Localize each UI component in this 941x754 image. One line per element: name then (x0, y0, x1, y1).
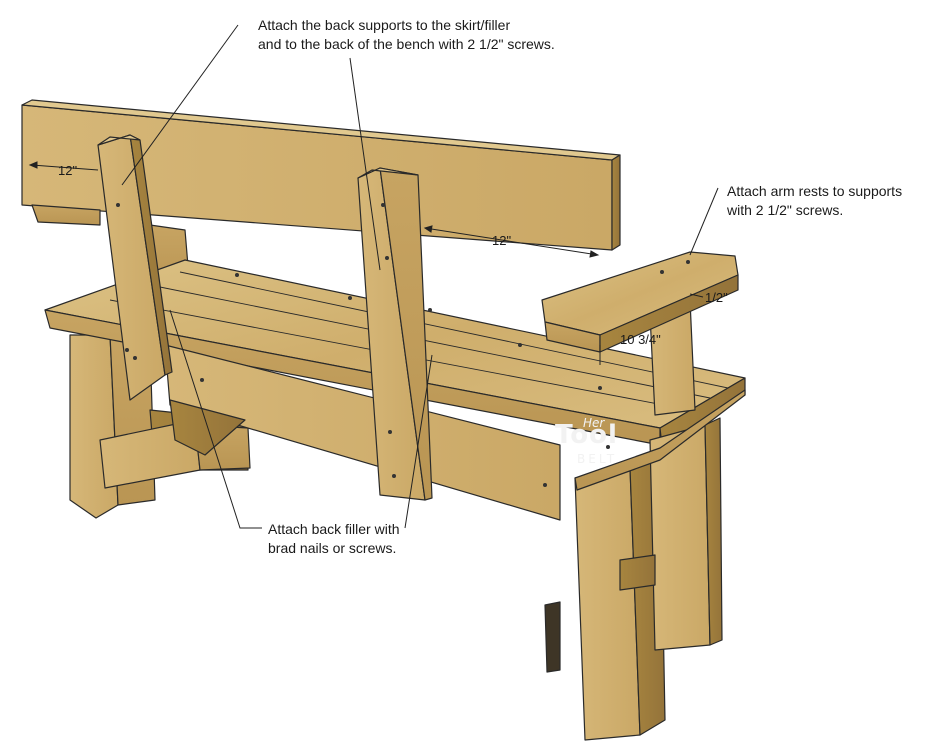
dimension-left-back: 12" (58, 163, 78, 178)
dimension-arm-height: 10 3/4" (620, 332, 661, 347)
callout-back-filler-line2: brad nails or screws. (268, 540, 397, 556)
callout-back-filler-line1: Attach back filler with (268, 521, 400, 537)
callout-back-filler: Attach back filler with brad nails or sc… (268, 520, 400, 558)
dimension-arm-offset: 1/2" (705, 290, 728, 305)
back-support-left (97, 134, 173, 401)
screw-holes (116, 203, 690, 487)
arm-rest (541, 251, 739, 353)
back-support-right (357, 167, 433, 501)
callout-arm-rests-line2: with 2 1/2" screws. (727, 202, 844, 218)
watermark-line2: Tool (555, 420, 618, 450)
callout-arm-rests-line1: Attach arm rests to supports (727, 183, 903, 199)
dimension-lines (28, 161, 704, 365)
watermark-line1: Her (583, 416, 605, 430)
dimension-center-back: 12" (492, 233, 512, 248)
callout-back-supports-line2: and to the back of the bench with 2 1/2"… (258, 36, 555, 52)
callout-back-supports: Attach the back supports to the skirt/fi… (258, 16, 555, 54)
callout-arm-rests: Attach arm rests to supports with 2 1/2"… (727, 182, 902, 220)
callout-back-supports-line1: Attach the back supports to the skirt/fi… (258, 17, 511, 33)
right-end-legs (544, 389, 746, 741)
back-board (21, 99, 621, 251)
leader-lines (121, 24, 719, 529)
watermark-line3: BELT (577, 452, 618, 466)
